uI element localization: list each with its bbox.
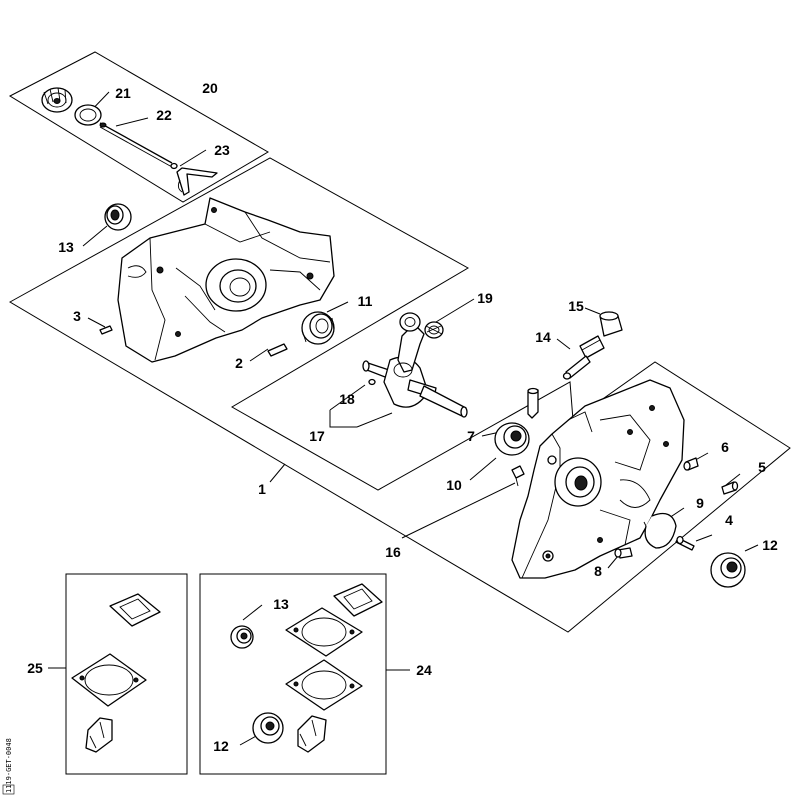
part-16-spring — [511, 465, 525, 487]
drawing-code: 1119-GET-0048 — [5, 738, 13, 793]
callout-13-top: 13 — [58, 239, 74, 255]
callout-4: 4 — [725, 512, 733, 528]
kit-24-gasket-upper — [285, 607, 363, 657]
callout-19: 19 — [477, 290, 493, 306]
callout-18: 18 — [339, 391, 355, 407]
callout-11: 11 — [358, 293, 373, 309]
kit-24-bracket — [297, 715, 327, 753]
callout-10: 10 — [446, 477, 462, 493]
part-3-pin — [99, 325, 113, 335]
callout-12-right: 12 — [762, 537, 778, 553]
callout-labels: 1 2 3 4 5 6 7 8 9 10 11 12 12 13 13 14 1… — [27, 80, 778, 754]
callout-8: 8 — [594, 563, 602, 579]
callout-25: 25 — [27, 660, 43, 676]
callout-21: 21 — [115, 85, 131, 101]
crankcase-half-left — [117, 197, 335, 363]
callout-2: 2 — [235, 355, 243, 371]
part-14-tensioner-bolt — [562, 335, 605, 380]
callout-5: 5 — [758, 459, 766, 475]
part-8-screw — [614, 547, 633, 559]
part-11-bearing — [301, 311, 335, 345]
part-5-screw — [721, 481, 739, 495]
callout-3: 3 — [73, 308, 81, 324]
kit-25-large-gasket — [71, 653, 147, 707]
leader-lines — [48, 91, 759, 746]
part-17-crankshaft — [362, 312, 468, 418]
callout-15: 15 — [568, 298, 584, 314]
part-2-dowel — [267, 343, 288, 357]
part-10-bearing — [494, 422, 530, 456]
group-frame-1 — [8, 157, 791, 633]
callout-7: 7 — [467, 428, 475, 444]
callout-12-kit: 12 — [213, 738, 229, 754]
callout-20: 20 — [202, 80, 218, 96]
part-18-key — [368, 378, 376, 386]
kit-24-oil-seal-13 — [230, 625, 254, 649]
drawing-code-box — [2, 784, 15, 795]
kit-frame-24 — [199, 573, 387, 775]
callout-13-kit: 13 — [273, 596, 289, 612]
part-7-tube — [527, 387, 539, 419]
callout-9: 9 — [696, 495, 704, 511]
kit-24-oil-seal-12 — [252, 712, 284, 744]
callout-16: 16 — [385, 544, 401, 560]
callout-23: 23 — [214, 142, 230, 158]
part-6-stud — [683, 457, 699, 471]
kit-frame-25 — [65, 573, 188, 775]
part-13-oil-seal — [104, 203, 132, 231]
callout-24: 24 — [416, 662, 432, 678]
callout-17: 17 — [309, 428, 325, 444]
part-15-sleeve — [599, 311, 623, 337]
callout-14: 14 — [535, 329, 551, 345]
crankcase-half-right — [511, 379, 685, 579]
callout-22: 22 — [156, 107, 172, 123]
group-frame-20 — [8, 51, 269, 203]
kit-25-bracket — [85, 717, 113, 753]
part-12-oil-seal — [710, 552, 746, 588]
kit-25-small-gasket — [109, 593, 161, 627]
kit-24-small-gasket — [333, 583, 383, 617]
part-21-ring — [74, 104, 102, 126]
kit-24-gasket-lower — [285, 659, 363, 711]
part-9-circlip — [643, 512, 677, 549]
callout-1: 1 — [258, 481, 266, 497]
part-21-nut — [41, 87, 73, 113]
part-19-needle-cage — [424, 321, 444, 339]
callout-6: 6 — [721, 439, 729, 455]
part-4-screw — [675, 535, 695, 551]
part-22-rod — [99, 122, 178, 170]
part-23-clip — [176, 167, 218, 196]
